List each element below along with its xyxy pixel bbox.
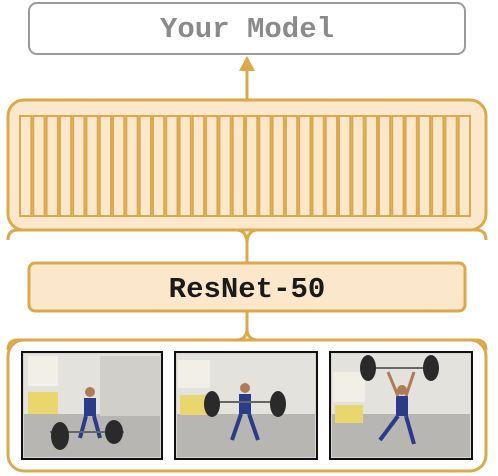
feature-bar (391, 115, 405, 217)
feature-bar (58, 115, 73, 217)
feature-bar (19, 115, 33, 217)
feature-bar (457, 115, 471, 217)
feature-bar (377, 115, 392, 217)
feature-bar (431, 115, 445, 217)
feature-bar (271, 115, 285, 217)
feature-bar (178, 115, 192, 217)
feature-bar (231, 115, 246, 217)
model-box: Your Model (28, 2, 466, 55)
model-label: Your Model (160, 13, 334, 46)
arrow-to-model (239, 56, 255, 100)
feature-bar (138, 115, 152, 217)
feature-bar (364, 115, 378, 217)
frames-block (6, 338, 488, 473)
video-frame-1 (21, 351, 163, 460)
feature-bars (19, 115, 471, 217)
feature-bar (338, 115, 352, 217)
video-frame-3 (329, 351, 473, 460)
feature-bar (404, 115, 418, 217)
feature-bar (125, 115, 139, 217)
feature-bar (85, 115, 99, 217)
feature-bar (351, 115, 365, 217)
feature-bar (32, 115, 46, 217)
backbone-label: ResNet-50 (169, 273, 326, 306)
feature-bar (165, 115, 179, 217)
feature-bar (284, 115, 299, 217)
feature-bar (298, 115, 312, 217)
feature-bar (245, 115, 259, 217)
feature-bar (45, 115, 59, 217)
feature-bar (151, 115, 166, 217)
feature-bar (191, 115, 206, 217)
feature-bar (98, 115, 113, 217)
feature-bar (218, 115, 232, 217)
feature-bar (205, 115, 219, 217)
feature-bar (112, 115, 126, 217)
feature-block (6, 98, 488, 232)
brace-connector-upper (6, 228, 488, 262)
video-frame-2 (174, 351, 318, 460)
feature-bar (258, 115, 272, 217)
feature-bar (444, 115, 458, 217)
feature-bar (324, 115, 339, 217)
feature-bar (72, 115, 86, 217)
feature-bar (311, 115, 325, 217)
feature-bar (417, 115, 432, 217)
backbone-box: ResNet-50 (27, 261, 467, 313)
